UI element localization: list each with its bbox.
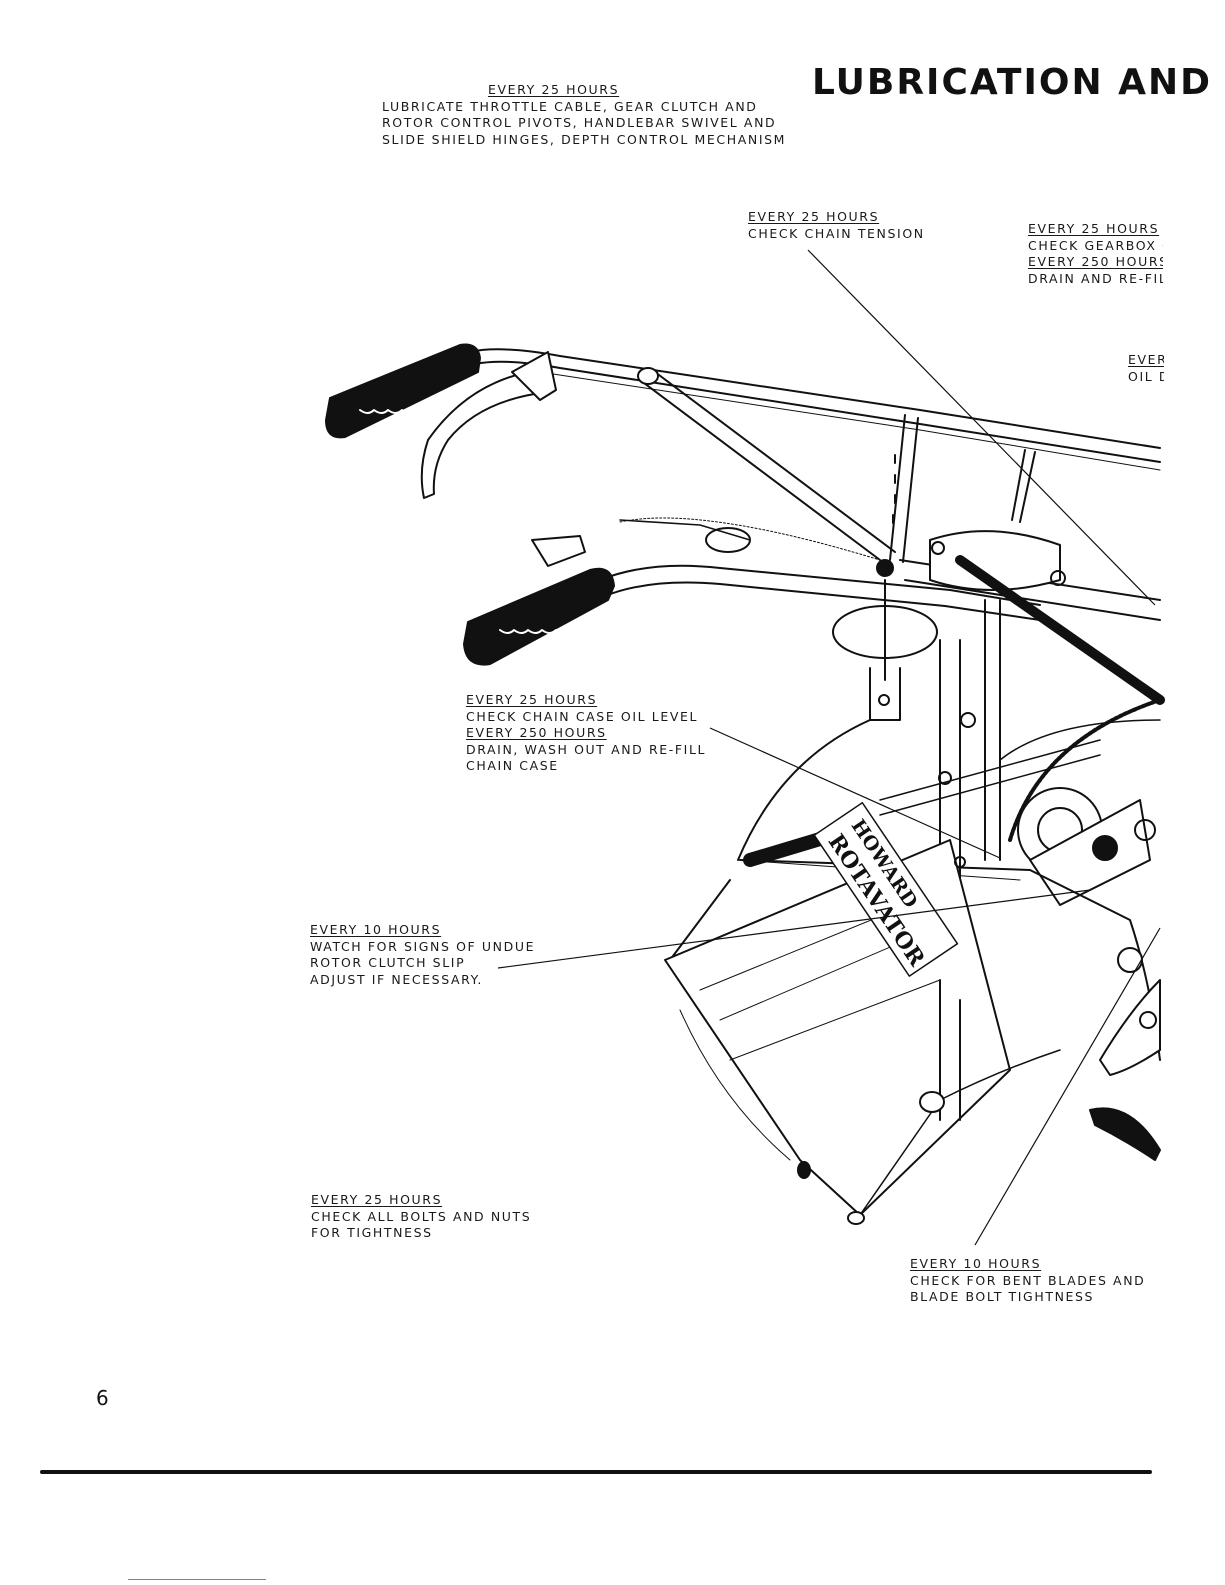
note-heading: EVERY 25 HOURS bbox=[466, 692, 598, 707]
chain-icon bbox=[1008, 698, 1162, 842]
note-line: CHECK GEARBOX OI bbox=[1028, 237, 1163, 253]
note-line: OIL D bbox=[1128, 368, 1164, 384]
note-bolts-nuts: EVERY 25 HOURS CHECK ALL BOLTS AND NUTS … bbox=[311, 1192, 551, 1242]
note-chain-case: EVERY 25 HOURS CHECK CHAIN CASE OIL LEVE… bbox=[466, 692, 726, 775]
upper-handlebar bbox=[469, 348, 1161, 449]
footer-rule bbox=[40, 1470, 1152, 1474]
note-chain-tension: EVERY 25 HOURS CHECK CHAIN TENSION bbox=[748, 209, 948, 242]
throttle-lever-icon bbox=[531, 535, 586, 567]
lower-grip-icon bbox=[463, 567, 615, 666]
upper-grip-icon bbox=[325, 343, 481, 439]
decal-panel bbox=[813, 802, 959, 977]
note-line: CHECK FOR BENT BLADES AND bbox=[910, 1272, 1146, 1288]
note-line: LUBRICATE THROTTLE CABLE, GEAR CLUTCH AN… bbox=[382, 98, 758, 114]
note-general-lubrication: EVERY 25 HOURS LUBRICATE THROTTLE CABLE,… bbox=[382, 82, 792, 148]
note-line: CHECK ALL BOLTS AND NUTS bbox=[311, 1208, 532, 1224]
lower-handlebar bbox=[599, 564, 1041, 606]
clutch-lever-icon bbox=[420, 369, 549, 499]
note-line: DRAIN, WASH OUT AND RE-FILL bbox=[466, 741, 707, 757]
note-heading: EVERY 250 HOURS bbox=[1028, 254, 1163, 269]
leader-rotor-clutch bbox=[497, 889, 1091, 969]
note-line: CHAIN CASE bbox=[466, 758, 559, 773]
note-oil-partial: EVER OIL D bbox=[1128, 352, 1164, 385]
note-heading: EVERY 25 HOURS bbox=[488, 82, 620, 97]
note-line: ROTOR CLUTCH SLIP bbox=[310, 955, 466, 970]
leader-chain-case bbox=[709, 727, 1001, 859]
note-heading: EVERY 250 HOURS bbox=[466, 725, 607, 740]
note-heading: EVERY 25 HOURS bbox=[311, 1192, 443, 1207]
note-heading: EVERY 25 HOURS bbox=[748, 209, 880, 224]
note-heading: EVERY 10 HOURS bbox=[310, 922, 442, 937]
note-line: ADJUST IF NECESSARY. bbox=[310, 971, 483, 987]
chain-case-outline bbox=[737, 719, 871, 861]
note-line: CHECK CHAIN TENSION bbox=[748, 225, 925, 241]
note-line: BLADE BOLT TIGHTNESS bbox=[910, 1289, 1095, 1304]
note-heading: EVER bbox=[1128, 352, 1164, 367]
tine-blade-icon bbox=[1099, 979, 1161, 1076]
page-number: 6 bbox=[96, 1386, 109, 1410]
note-rotor-clutch: EVERY 10 HOURS WATCH FOR SIGNS OF UNDUE … bbox=[310, 922, 550, 988]
note-line: FOR TIGHTNESS bbox=[311, 1225, 433, 1240]
page-title: LUBRICATION AND bbox=[812, 62, 1213, 103]
footer-link-underline bbox=[128, 1579, 266, 1580]
note-blades: EVERY 10 HOURS CHECK FOR BENT BLADES AND… bbox=[910, 1256, 1150, 1306]
leader-blades bbox=[974, 927, 1161, 1246]
leader-chain-tension bbox=[807, 249, 1156, 606]
note-line: DRAIN AND RE-FILL bbox=[1028, 270, 1163, 286]
note-line: CHECK CHAIN CASE OIL LEVEL bbox=[466, 708, 699, 724]
note-line: ROTOR CONTROL PIVOTS, HANDLEBAR SWIVEL A… bbox=[382, 115, 777, 130]
note-line: SLIDE SHIELD HINGES, DEPTH CONTROL MECHA… bbox=[382, 131, 787, 147]
note-heading: EVERY 25 HOURS bbox=[1028, 221, 1160, 236]
note-gearbox: EVERY 25 HOURS CHECK GEARBOX OI EVERY 25… bbox=[1028, 221, 1163, 287]
note-heading: EVERY 10 HOURS bbox=[910, 1256, 1042, 1271]
note-line: WATCH FOR SIGNS OF UNDUE bbox=[310, 938, 536, 954]
